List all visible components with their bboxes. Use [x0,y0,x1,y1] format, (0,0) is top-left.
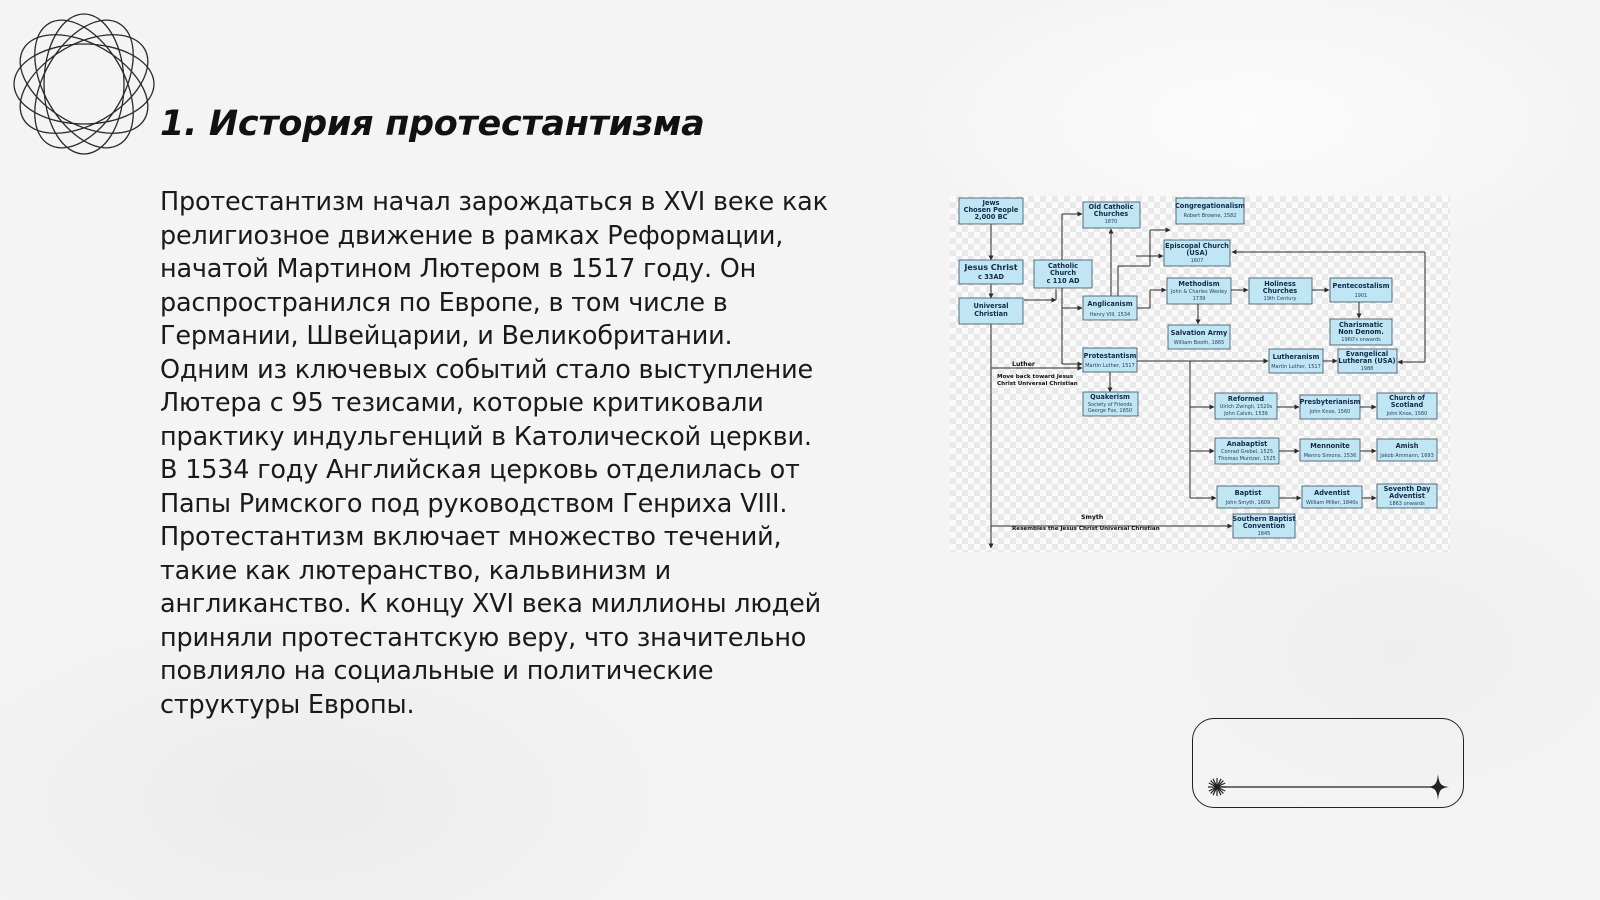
starburst-icon [1208,778,1226,796]
node-catholic-title: Catholic [1048,262,1078,270]
node-methodism-date: 1739 [1193,296,1206,302]
edge-label-luther: Luther [1012,361,1036,368]
node-quakerism-sub: Society of Friends [1088,402,1133,408]
edge-label-smyth: Smyth [1081,514,1103,521]
node-methodism-title: Methodism [1178,280,1219,288]
node-oldcatholic-sub: Churches [1094,210,1129,218]
node-quakerism-date: George Fox, 1650 [1088,408,1132,414]
node-presbyterianism-title: Presbyterianism [1300,398,1361,406]
node-universal-title: Universal [974,302,1009,310]
node-jesus-title: Jesus Christ [963,263,1017,272]
node-anabaptist-date: Thomas Muntzer, 1525 [1217,456,1276,462]
diagram-node-labels: Jews Chosen People 2,000 BC Jesus Christ… [963,199,1433,537]
node-southernbaptist-sub: Convention [1243,522,1285,530]
node-amish-sub: Jakob Ammann, 1693 [1379,453,1434,459]
node-reformed-date: John Calvin, 1536 [1223,411,1268,417]
node-charismatic-date: 1960's onwards [1341,337,1381,343]
node-scotland-title: Church of [1389,394,1425,402]
node-lutheranism-sub: Martin Luther, 1517 [1271,364,1321,370]
decorative-line [1217,785,1438,788]
node-mennonite-sub: Menno Simons, 1536 [1304,453,1357,459]
node-episcopal-title: Episcopal Church [1165,242,1229,250]
node-protestantism-title: Protestantism [1084,352,1137,360]
node-episcopal-sub: (USA) [1186,249,1207,257]
node-evangelical-date: 1988 [1361,366,1374,372]
slide-body-text: Протестантизм начал зарождаться в XVI ве… [160,187,828,720]
node-oldcatholic-date: 1870 [1105,219,1118,225]
node-seventhday-date: 1863 onwards [1389,501,1425,507]
node-catholic-sub: Church [1050,269,1076,277]
node-southernbaptist-date: 1845 [1258,531,1271,537]
node-amish-title: Amish [1396,442,1419,450]
diagram-canvas: Jews Chosen People 2,000 BC Jesus Christ… [958,197,1438,549]
node-mennonite-title: Mennonite [1310,442,1350,450]
orbit-rings-icon [13,13,155,155]
decorative-frame [1192,718,1464,808]
node-southernbaptist-title: Southern Baptist [1232,515,1295,523]
node-salvation-sub: William Booth, 1865 [1174,340,1225,346]
node-universal-sub: Christian [974,310,1008,318]
node-evangelical-sub: Lutheran (USA) [1338,357,1395,365]
node-congregational-sub: Robert Browne, 1582 [1184,213,1237,219]
node-pentecostalism-title: Pentecostalism [1333,282,1390,290]
node-protestantism-sub: Martin Luther, 1517 [1085,363,1135,369]
node-scotland-date: John Knox, 1560 [1386,411,1428,417]
edge-label-move-back-2: Christ Universal Christian [997,381,1078,387]
node-reformed-sub: Ulrich Zwingli, 1520s [1220,404,1273,410]
node-adventist-sub: William Miller, 1840s [1306,500,1358,506]
node-holiness-date: 19th Century [1264,296,1297,302]
node-quakerism-title: Quakerism [1090,393,1130,401]
node-methodism-sub: John & Charles Wesley [1170,289,1227,295]
node-seventhday-sub: Adventist [1389,492,1425,500]
slide-title: 1. История протестантизма [160,104,705,144]
node-adventist-title: Adventist [1314,489,1350,497]
node-anglicanism-sub: Henry VIII, 1534 [1090,312,1130,318]
node-episcopal-date: 1607 [1191,258,1204,264]
node-anabaptist-sub: Conrad Grebel, 1525 [1221,449,1273,455]
sparkle-icon [1427,774,1449,800]
node-holiness-title: Holiness [1264,280,1296,288]
diagram-edge-labels: Luther Move back toward Jesus Christ Uni… [997,361,1160,532]
node-charismatic-title: Charismatic [1339,321,1383,329]
edge-label-resembles: Resembles the Jesus Christ Universal Chr… [1012,526,1160,532]
node-holiness-sub: Churches [1263,287,1298,295]
node-pentecostalism-date: 1901 [1355,293,1368,299]
node-anabaptist-title: Anabaptist [1227,440,1268,448]
node-catholic-date: c 110 AD [1047,277,1080,285]
node-evangelical-title: Evangelical [1346,350,1388,358]
diagram-edges [988,211,1426,549]
node-salvation-title: Salvation Army [1171,329,1228,337]
node-presbyterianism-sub: John Knox, 1560 [1309,409,1351,415]
node-anglicanism-title: Anglicanism [1087,300,1132,308]
node-congregational-title: Congregationalism [1175,202,1245,210]
diagram-node-boxes [958,197,1438,539]
node-seventhday-title: Seventh Day [1384,485,1432,493]
node-jews-date: 2,000 BC [974,213,1007,221]
node-lutheranism-title: Lutheranism [1273,353,1320,361]
node-jews-sub: Chosen People [964,206,1019,214]
node-baptist-sub: John Smyth, 1609 [1225,500,1271,506]
node-oldcatholic-title: Old Catholic [1089,203,1134,211]
node-reformed-title: Reformed [1228,395,1265,403]
denomination-tree-diagram: Jews Chosen People 2,000 BC Jesus Christ… [950,196,1450,552]
node-baptist-title: Baptist [1235,489,1262,497]
edge-label-move-back-1: Move back toward Jesus [997,374,1074,380]
node-scotland-sub: Scotland [1391,401,1424,409]
node-jews-title: Jews [982,199,1000,207]
node-jesus-date: c 33AD [978,273,1004,281]
node-charismatic-sub: Non Denom. [1338,328,1384,336]
